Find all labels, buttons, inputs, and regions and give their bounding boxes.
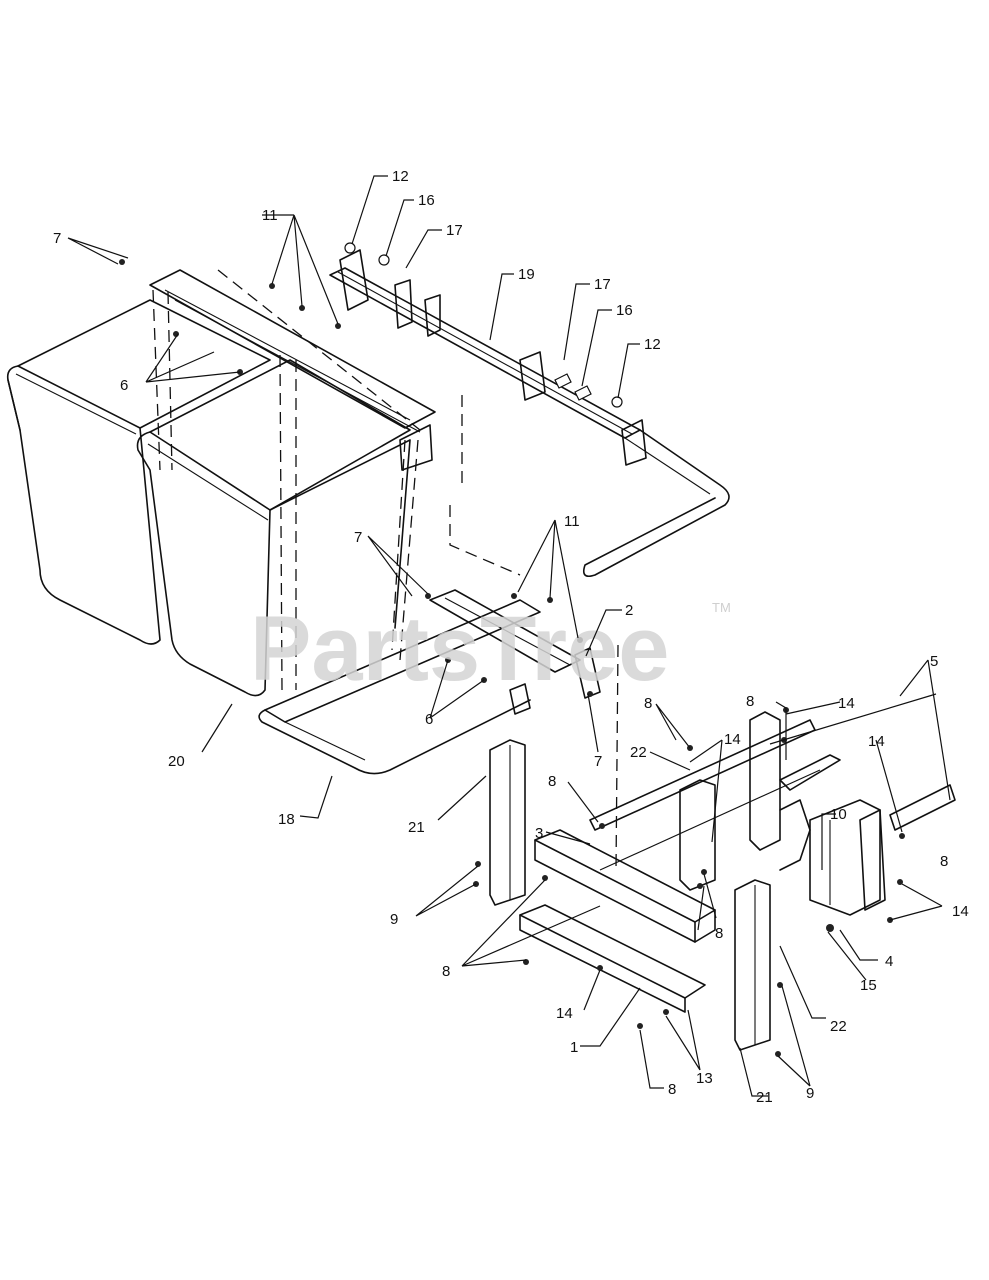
callout-8: 8 bbox=[746, 693, 754, 710]
callout-11: 11 bbox=[262, 207, 278, 224]
callout-20: 20 bbox=[168, 753, 185, 770]
callout-22: 22 bbox=[630, 744, 647, 761]
plate-2 bbox=[574, 647, 601, 699]
callout-22: 22 bbox=[830, 1018, 847, 1035]
bracket-21-right bbox=[734, 879, 771, 1051]
mount-bar-1 bbox=[519, 829, 716, 1013]
grass-bag-left bbox=[6, 299, 271, 645]
callout-9: 9 bbox=[806, 1085, 814, 1102]
rail-5 bbox=[779, 754, 956, 911]
callout-8: 8 bbox=[644, 695, 652, 712]
callout-4: 4 bbox=[885, 953, 893, 970]
bag-lower-frame bbox=[258, 589, 581, 775]
callout-6: 6 bbox=[425, 711, 433, 728]
callout-13: 13 bbox=[696, 1070, 713, 1087]
callout-11: 11 bbox=[564, 513, 580, 530]
hardware-markers bbox=[119, 242, 905, 1057]
callout-16: 16 bbox=[418, 192, 435, 209]
callout-2: 2 bbox=[625, 602, 633, 619]
callout-14: 14 bbox=[868, 733, 885, 750]
callout-12: 12 bbox=[392, 168, 409, 185]
alignment-lines bbox=[152, 269, 619, 871]
callout-7: 7 bbox=[354, 529, 362, 546]
bracket-21-left bbox=[489, 739, 526, 906]
callout-7: 7 bbox=[53, 230, 61, 247]
callout-14: 14 bbox=[838, 695, 855, 712]
watermark-tm: TM bbox=[712, 600, 731, 615]
callout-8: 8 bbox=[442, 963, 450, 980]
support-frame-19 bbox=[329, 249, 730, 578]
callout-10: 10 bbox=[830, 806, 847, 823]
callout-19: 19 bbox=[518, 266, 535, 283]
callout-8: 8 bbox=[548, 773, 556, 790]
callout-16: 16 bbox=[616, 302, 633, 319]
callout-18: 18 bbox=[278, 811, 295, 828]
callout-8: 8 bbox=[668, 1081, 676, 1098]
callout-17: 17 bbox=[594, 276, 611, 293]
callout-5: 5 bbox=[930, 653, 938, 670]
grass-bag-right bbox=[136, 359, 411, 697]
callout-21: 21 bbox=[408, 819, 425, 836]
callout-3: 3 bbox=[535, 825, 543, 842]
callout-17: 17 bbox=[446, 222, 463, 239]
callout-14: 14 bbox=[952, 903, 969, 920]
callout-6: 6 bbox=[120, 377, 128, 394]
callout-21: 21 bbox=[756, 1089, 773, 1106]
callout-7: 7 bbox=[594, 753, 602, 770]
callout-1: 1 bbox=[570, 1039, 578, 1056]
callout-14: 14 bbox=[724, 731, 741, 748]
callout-15: 15 bbox=[860, 977, 877, 994]
bracket-22 bbox=[679, 711, 811, 891]
bracket-4 bbox=[809, 799, 881, 916]
callout-14: 14 bbox=[556, 1005, 573, 1022]
callout-8: 8 bbox=[940, 853, 948, 870]
watermark-text: PartsTree bbox=[250, 598, 669, 700]
callout-12: 12 bbox=[644, 336, 661, 353]
leader-lines bbox=[67, 175, 951, 1097]
callout-8: 8 bbox=[715, 925, 723, 942]
callout-9: 9 bbox=[390, 911, 398, 928]
